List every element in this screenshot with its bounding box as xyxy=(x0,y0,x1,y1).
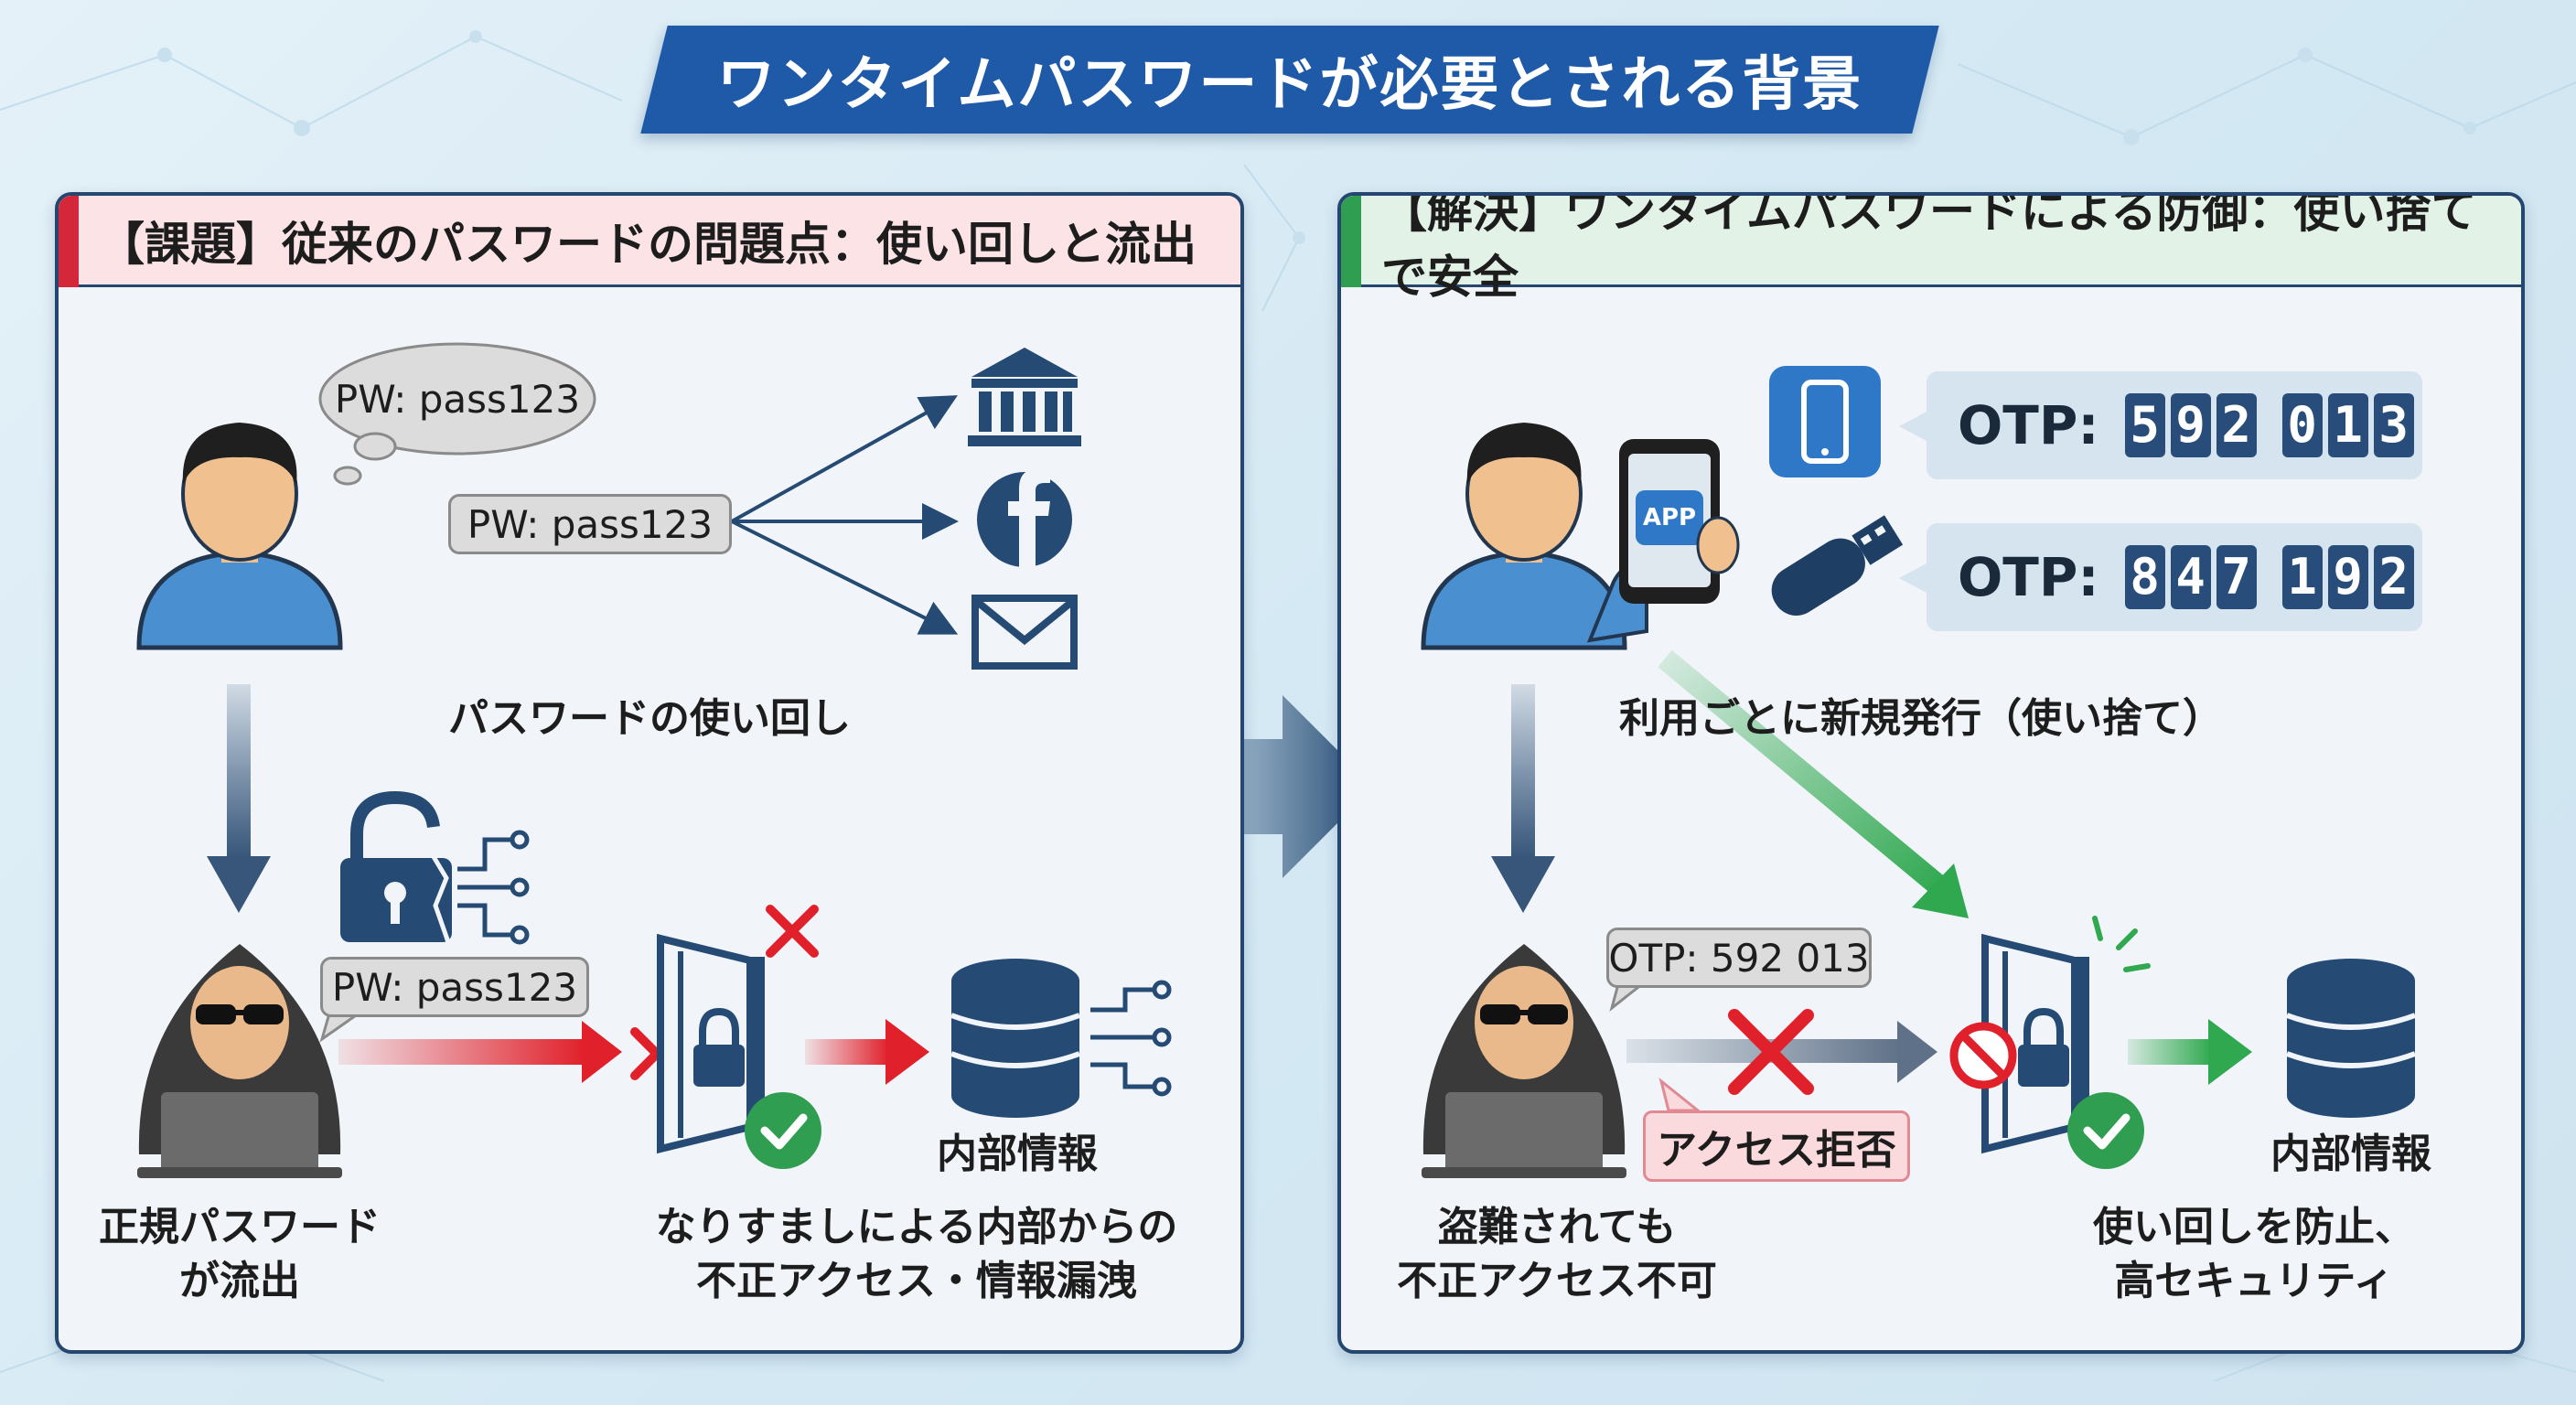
reuse-arrows xyxy=(731,395,959,635)
otp-digit: 3 xyxy=(2373,393,2414,457)
problem-panel-header: 【課題】従来のパスワードの問題点：使い回しと流出 xyxy=(59,196,1240,287)
caption-internal-info-left: 内部情報 xyxy=(937,1131,1098,1177)
otp-attacker-bubble: OTP: 592 013 xyxy=(1606,928,1872,988)
breach-arrow xyxy=(805,1019,929,1085)
prohibited-icon xyxy=(1949,1022,2017,1089)
otp-digit: 5 xyxy=(2124,393,2165,457)
x-mark-top-icon xyxy=(766,905,819,958)
otp-display-smartphone: OTP: 5 9 2 0 1 3 xyxy=(1927,371,2422,479)
otp-digit: 8 xyxy=(2124,545,2165,609)
otp-digit: 1 xyxy=(2327,393,2368,457)
attack-arrow xyxy=(338,1021,622,1083)
caption-stolen-safe: 盗難されても 不正アクセス不可 xyxy=(1397,1200,1717,1309)
otp-digit: 4 xyxy=(2170,545,2211,609)
valid-otp-arrow xyxy=(1658,649,1969,918)
thought-bubble xyxy=(318,342,596,486)
otp-digit: 2 xyxy=(2373,545,2414,609)
social-media-icon xyxy=(977,468,1072,567)
user-with-phone-icon xyxy=(1421,423,1648,650)
locked-door-icon xyxy=(657,933,765,1154)
otp-bubble-tail-1 xyxy=(1899,412,1927,441)
caption-leak-line2: が流出 xyxy=(179,1258,300,1305)
broken-lock-icon xyxy=(340,790,452,943)
caption-result-line1: なりすましによる内部からの xyxy=(655,1204,1178,1250)
solution-accent-strip xyxy=(1341,196,1361,287)
problem-accent-strip xyxy=(59,196,79,287)
otp-label-2: OTP: xyxy=(1958,546,2099,608)
blocked-attack-arrow xyxy=(1626,1021,1937,1083)
phone-app-icon xyxy=(1619,439,1740,604)
caption-result-line2: 不正アクセス・情報漏洩 xyxy=(696,1258,1137,1305)
otp-display-usb-token: OTP: 8 4 7 1 9 2 xyxy=(1927,523,2422,631)
solution-panel-header: 【解決】ワンタイムパスワードによる防御：使い捨てで安全 xyxy=(1341,196,2521,304)
hacker-icon-right xyxy=(1422,944,1626,1178)
verified-sparkle-icon xyxy=(2092,916,2151,972)
caption-new-issue: 利用ごとに新規発行（使い捨て） xyxy=(1619,695,2223,742)
data-circuit-icon xyxy=(457,830,530,945)
caption-internal-info-right: 内部情報 xyxy=(2270,1131,2431,1177)
otp-digit: 7 xyxy=(2216,545,2257,609)
caption-stolen-line1: 盗難されても xyxy=(1437,1204,1677,1250)
caption-password-reuse: パスワードの使い回し xyxy=(448,695,851,742)
solution-panel-title: 【解決】ワンタイムパスワードによる防御：使い捨てで安全 xyxy=(1381,192,2477,304)
thought-password-text: PW: pass123 xyxy=(334,376,581,422)
caption-leak-line1: 正規パスワード xyxy=(99,1204,381,1250)
caption-secure-line1: 使い回しを防止、 xyxy=(2093,1204,2415,1250)
otp-digit: 1 xyxy=(2281,545,2323,609)
caption-secure-line2: 高セキュリティ xyxy=(2114,1258,2394,1305)
access-denied-tail xyxy=(1658,1078,1702,1112)
stolen-down-arrow xyxy=(1491,684,1555,913)
check-icon xyxy=(745,1092,821,1169)
otp-digit: 9 xyxy=(2327,545,2368,609)
password-tag: PW: pass123 xyxy=(448,494,732,554)
otp-bubble-tail-2 xyxy=(1899,563,1927,593)
access-denied-badge: アクセス拒否 xyxy=(1643,1110,1910,1182)
check-icon-right xyxy=(2067,1092,2144,1169)
otp-digit: 9 xyxy=(2170,393,2211,457)
leak-circuit-icon xyxy=(1090,980,1172,1097)
caption-password-leaked: 正規パスワード が流出 xyxy=(99,1200,381,1309)
database-icon-right xyxy=(2285,959,2417,1118)
hacker-icon xyxy=(137,944,342,1178)
app-label: APP xyxy=(1642,504,1697,531)
caption-high-security: 使い回しを防止、 高セキュリティ xyxy=(2093,1200,2415,1309)
blocked-x-icon xyxy=(1728,1009,1814,1095)
page-title: ワンタイムパスワードが必要とされる背景 xyxy=(716,51,1863,119)
caption-stolen-line2: 不正アクセス不可 xyxy=(1397,1258,1717,1305)
smartphone-icon xyxy=(1769,366,1881,477)
leak-down-arrow xyxy=(207,684,271,913)
usb-token-icon xyxy=(1771,515,1904,617)
attacker-password-bubble: PW: pass123 xyxy=(320,957,589,1017)
caption-impersonation: なりすましによる内部からの 不正アクセス・情報漏洩 xyxy=(656,1200,1178,1309)
otp-digit: 0 xyxy=(2281,393,2323,457)
database-icon xyxy=(950,959,1081,1118)
bank-icon xyxy=(968,348,1081,446)
mail-icon xyxy=(971,595,1078,670)
otp-label-1: OTP: xyxy=(1958,394,2099,456)
otp-digit: 2 xyxy=(2216,393,2257,457)
approved-arrow xyxy=(2128,1019,2252,1085)
user-icon xyxy=(136,423,343,650)
problem-panel-title: 【課題】従来のパスワードの問題点：使い回しと流出 xyxy=(99,217,1197,271)
